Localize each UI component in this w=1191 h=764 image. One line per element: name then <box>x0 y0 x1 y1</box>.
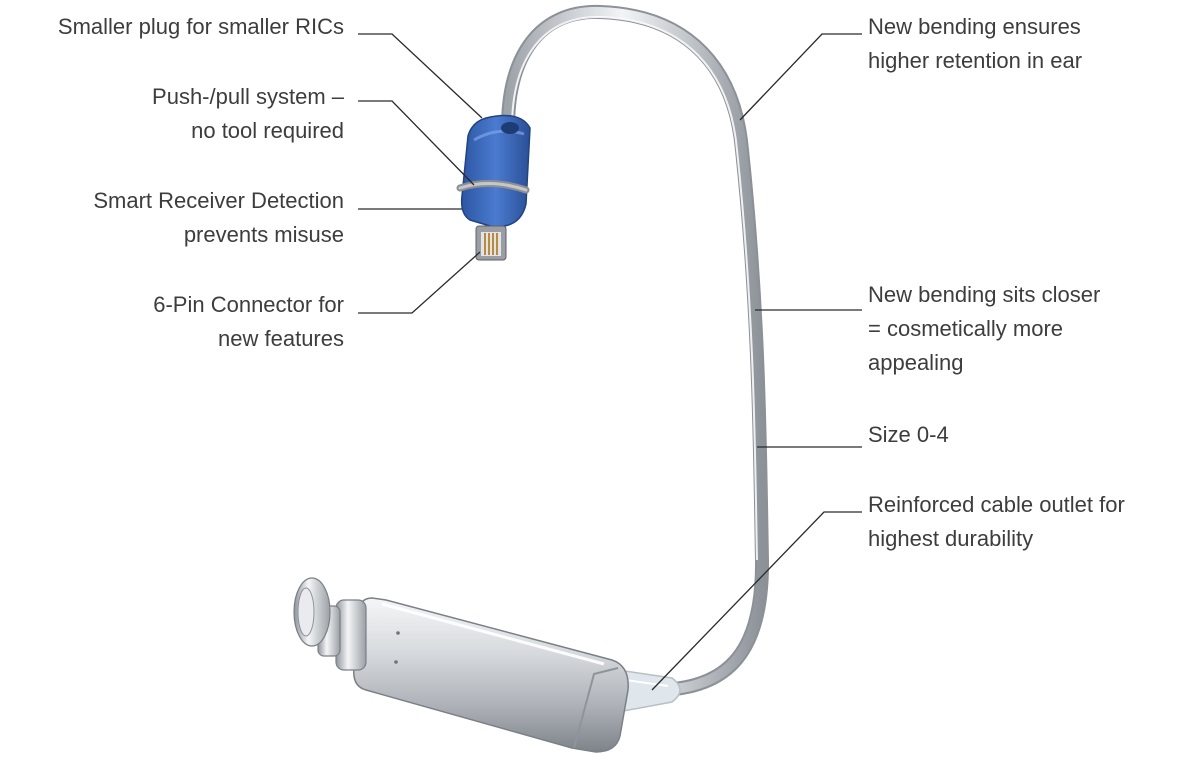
leader-line-new-bending-retention <box>739 33 862 121</box>
label-line: Reinforced cable outlet for <box>868 492 1125 517</box>
leader-line-reinforced-outlet <box>651 511 862 691</box>
leader-line-push-pull <box>358 100 475 186</box>
label-line: prevents misuse <box>183 222 344 247</box>
label-line: Smart Receiver Detection <box>93 188 344 213</box>
leader-line-smaller-plug <box>358 33 483 119</box>
receiver-body <box>293 577 629 753</box>
label-six-pin: 6-Pin Connector for new features <box>153 288 344 356</box>
reinforced-outlet <box>617 669 681 713</box>
label-line: 6-Pin Connector for <box>153 292 344 317</box>
label-line: Push-/pull system – <box>152 84 344 109</box>
label-line: New bending sits closer <box>868 282 1101 307</box>
label-smaller-plug: Smaller plug for smaller RICs <box>58 10 344 44</box>
blue-connector-plug <box>456 114 531 261</box>
label-smart-receiver: Smart Receiver Detection prevents misuse <box>93 184 344 252</box>
label-size: Size 0-4 <box>868 418 949 452</box>
label-line: appealing <box>868 350 964 375</box>
label-reinforced-outlet: Reinforced cable outlet for highest dura… <box>868 488 1125 556</box>
label-line: = cosmetically more <box>868 316 1064 341</box>
leader-line-six-pin <box>358 251 481 314</box>
cable-wire <box>501 4 770 697</box>
label-line: highest durability <box>868 526 1034 551</box>
label-new-bending-retention: New bending ensures higher retention in … <box>868 10 1082 78</box>
label-push-pull: Push-/pull system – no tool required <box>152 80 344 148</box>
label-line: Smaller plug for smaller RICs <box>57 14 344 39</box>
leader-lines <box>358 33 862 691</box>
label-line: Size 0-4 <box>868 422 949 447</box>
label-line: no tool required <box>191 118 344 143</box>
label-line: higher retention in ear <box>868 48 1083 73</box>
label-line: new features <box>218 326 344 351</box>
label-new-bending-closer: New bending sits closer = cosmetically m… <box>868 278 1100 380</box>
label-line: New bending ensures <box>868 14 1081 39</box>
